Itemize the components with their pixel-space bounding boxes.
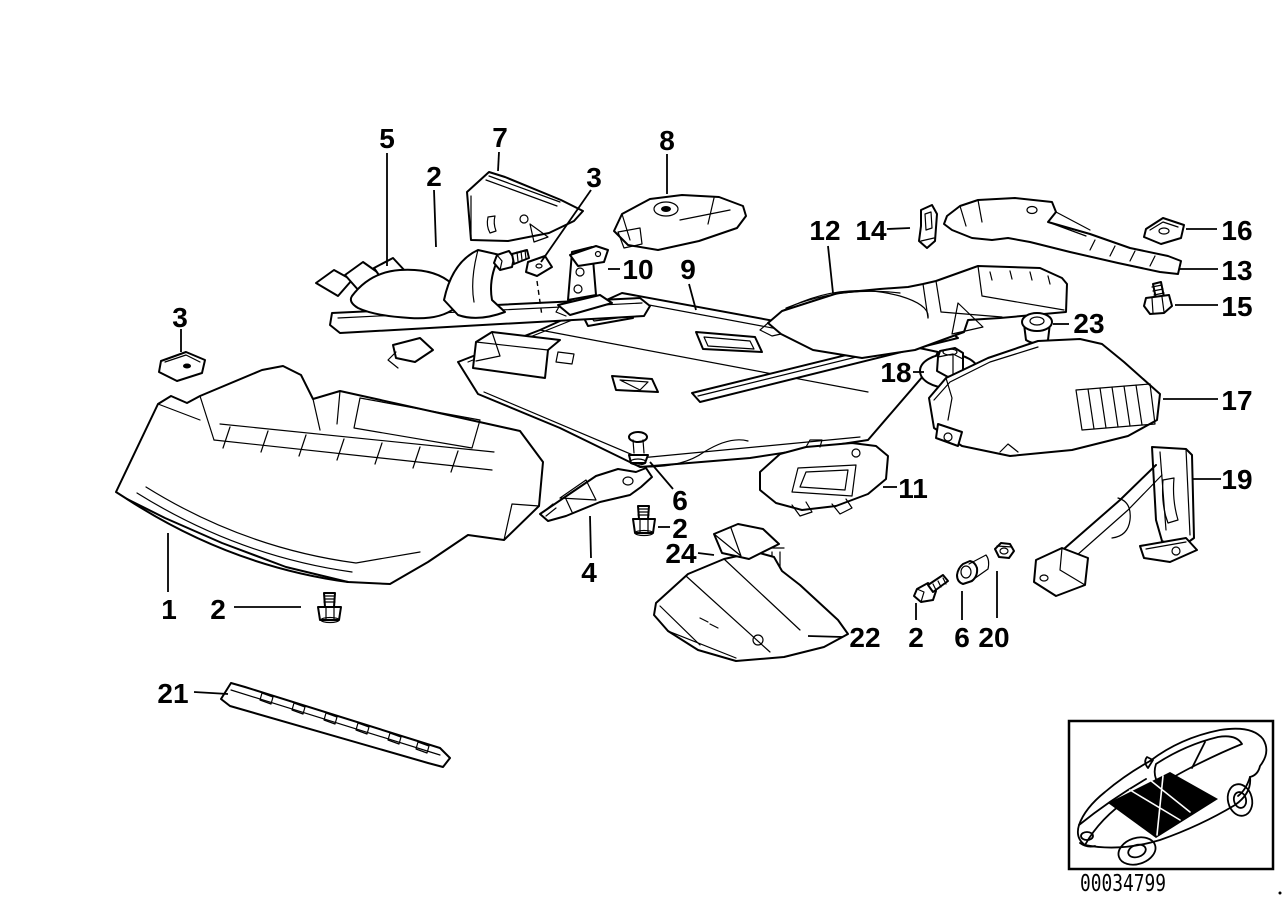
callout-6-bottom[interactable]: 6 — [954, 622, 970, 653]
callout-2-mid[interactable]: 2 — [672, 513, 688, 544]
callout-2-top[interactable]: 2 — [426, 161, 442, 192]
part-7-drawing — [466, 171, 584, 243]
part-21-drawing — [220, 682, 451, 768]
part-15-drawing — [1143, 281, 1173, 315]
part-23-drawing — [1021, 312, 1053, 345]
part-4-drawing — [539, 467, 653, 522]
callout-7[interactable]: 7 — [492, 122, 508, 153]
part-11-drawing — [759, 439, 889, 517]
part-8-drawing — [613, 194, 747, 251]
leader-lines — [167, 151, 1221, 695]
page-dot — [1278, 891, 1282, 895]
callout-1[interactable]: 1 — [161, 594, 177, 625]
callout-2-bottom[interactable]: 2 — [908, 622, 924, 653]
part-14-drawing — [918, 204, 938, 249]
part-2-screw-top-drawing — [493, 249, 530, 271]
callout-23[interactable]: 23 — [1073, 308, 1104, 339]
part-19-drawing — [1033, 446, 1198, 597]
callout-10[interactable]: 10 — [622, 254, 653, 285]
callout-12[interactable]: 12 — [809, 215, 840, 246]
car-outline-icon — [1076, 727, 1268, 866]
callout-9[interactable]: 9 — [680, 254, 696, 285]
part-2-screw-left-drawing — [317, 592, 342, 624]
part-10-drawing — [555, 245, 613, 317]
callout-2-left[interactable]: 2 — [210, 594, 226, 625]
part-20-drawing — [994, 542, 1015, 559]
part-2-screw-bottom-drawing — [913, 574, 949, 603]
diagram-code: 00034799 — [1080, 871, 1166, 897]
callouts: 5 7 2 3 8 3 10 9 12 14 16 13 15 23 18 17… — [157, 122, 1252, 709]
callout-3-right[interactable]: 3 — [586, 162, 602, 193]
callout-11[interactable]: 11 — [898, 473, 928, 504]
part-3-left-drawing — [158, 351, 206, 382]
part-24-drawing — [713, 523, 780, 560]
part-6-sleeve-drawing — [956, 554, 990, 585]
part-3-right-drawing — [525, 255, 553, 277]
callout-6-mid[interactable]: 6 — [672, 485, 688, 516]
callout-13[interactable]: 13 — [1221, 255, 1252, 286]
callout-20[interactable]: 20 — [978, 622, 1009, 653]
part-16-drawing — [1143, 217, 1185, 245]
callout-22[interactable]: 22 — [849, 622, 880, 653]
car-location-inset: 00034799 — [1067, 719, 1282, 897]
callout-18[interactable]: 18 — [880, 357, 911, 388]
callout-14[interactable]: 14 — [855, 215, 887, 246]
callout-3-left[interactable]: 3 — [172, 302, 188, 333]
callout-15[interactable]: 15 — [1221, 291, 1252, 322]
callout-24[interactable]: 24 — [665, 538, 697, 569]
callout-16[interactable]: 16 — [1221, 215, 1252, 246]
part-13-drawing — [943, 197, 1182, 275]
part-12-drawing — [759, 265, 1068, 359]
callout-19[interactable]: 19 — [1221, 464, 1252, 495]
part-22-drawing — [653, 543, 849, 662]
callout-4[interactable]: 4 — [581, 557, 597, 588]
part-17-drawing — [928, 338, 1161, 457]
callout-21[interactable]: 21 — [157, 678, 188, 709]
callout-17[interactable]: 17 — [1221, 385, 1252, 416]
part-2-screw-mid-drawing — [632, 505, 656, 537]
part-1-drawing — [115, 365, 544, 585]
part-6-pin-drawing — [628, 431, 649, 466]
callout-8[interactable]: 8 — [659, 125, 675, 156]
callout-5[interactable]: 5 — [379, 123, 395, 154]
